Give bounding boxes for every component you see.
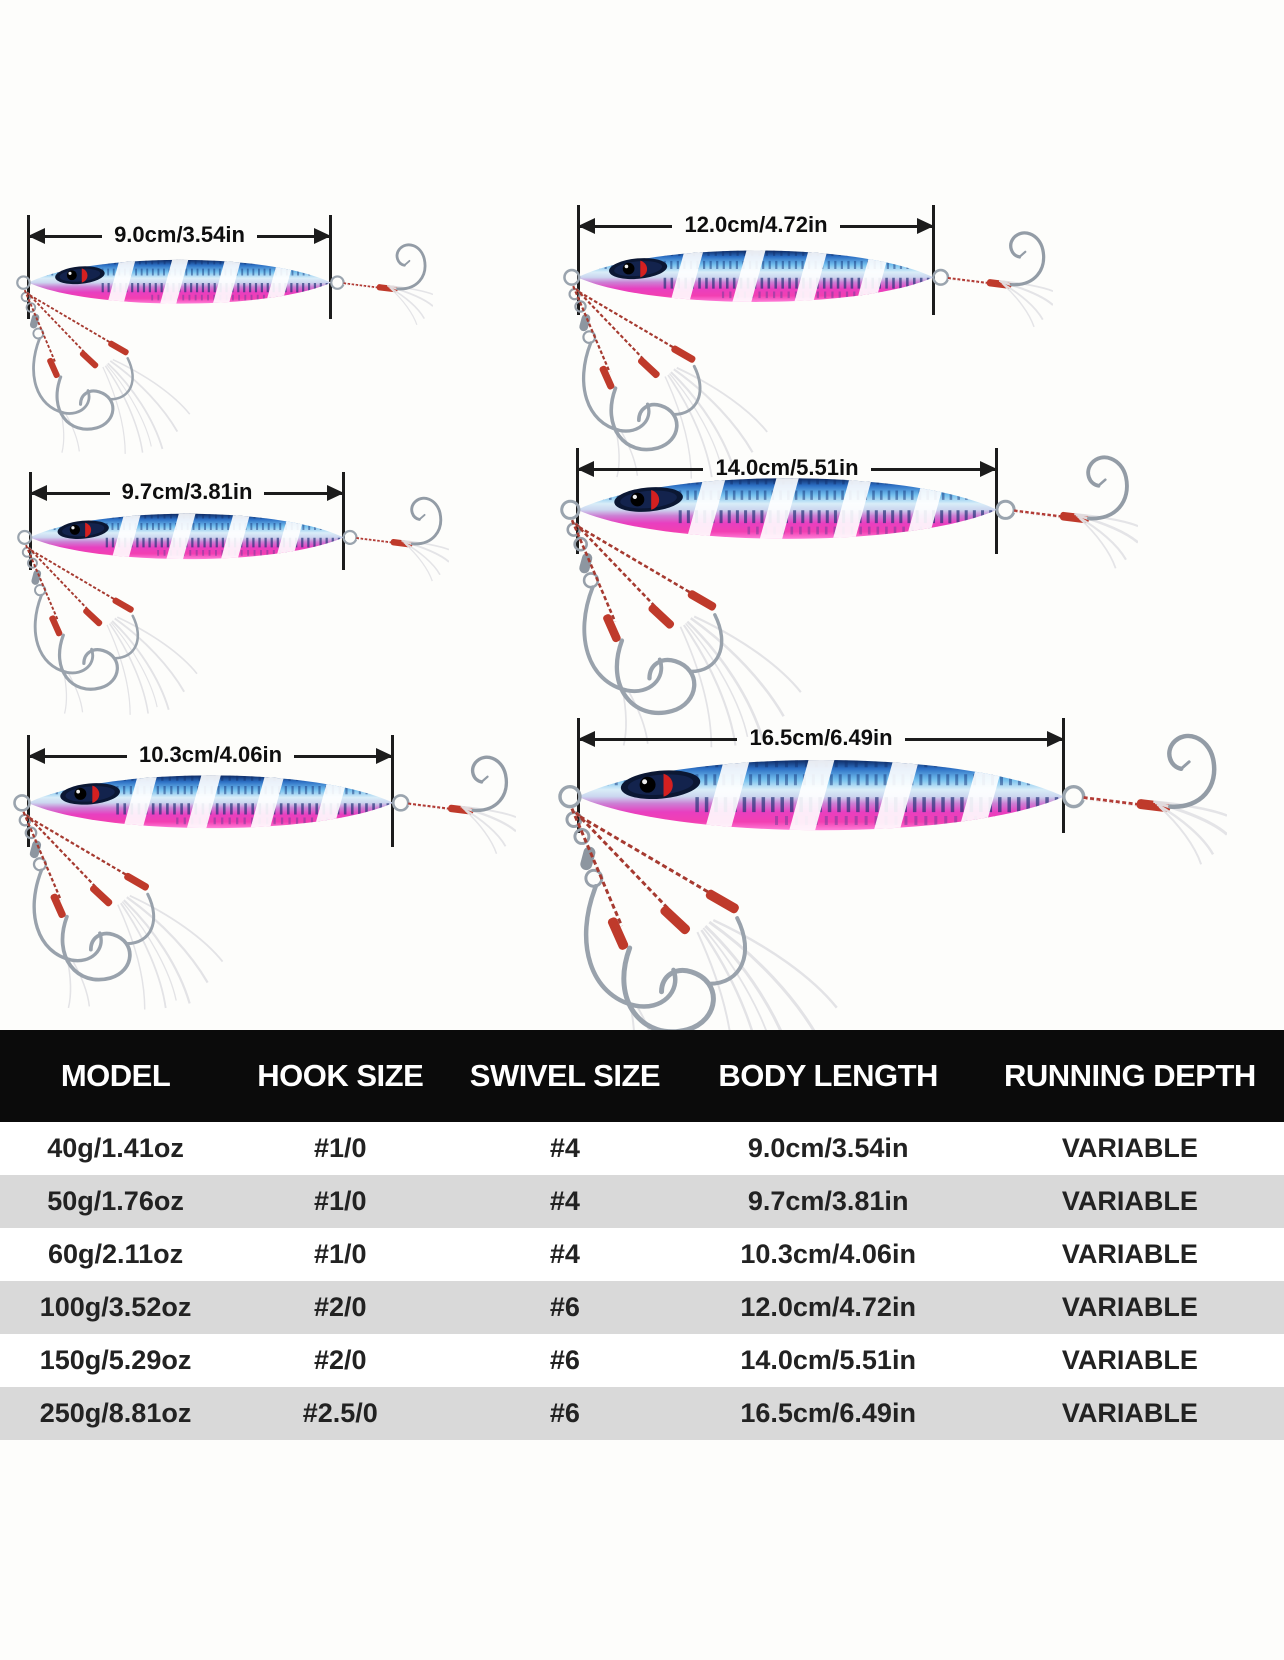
- dimension-label: 9.7cm/3.81in: [121, 479, 253, 504]
- swivel-size-cell: #6: [549, 1292, 580, 1322]
- body-length-cell: 9.7cm/3.81in: [747, 1186, 909, 1216]
- dimension-arrow-right: [264, 491, 344, 495]
- dimension-tick-left: [27, 215, 30, 319]
- dimension-tick-right: [932, 205, 935, 315]
- dimension-tick-right: [1062, 718, 1065, 833]
- model-cell: 40g/1.41oz: [47, 1133, 184, 1163]
- body-length-cell: 16.5cm/6.49in: [740, 1398, 916, 1428]
- dimension-arrow-left: [578, 224, 673, 228]
- dimension-arrow-left: [28, 234, 103, 238]
- hook-size-column-header: HOOK SIZE: [257, 1058, 424, 1093]
- dimension-tick-right: [342, 472, 345, 570]
- body-length-cell: 9.0cm/3.54in: [747, 1133, 909, 1163]
- swivel-size-column-header: SWIVEL SIZE: [469, 1058, 661, 1093]
- model-cell: 150g/5.29oz: [39, 1345, 192, 1375]
- running-depth-cell: VARIABLE: [1061, 1186, 1198, 1216]
- dimension-annotation: 16.5cm/6.49in: [578, 725, 1065, 752]
- body-length-cell: 14.0cm/5.51in: [740, 1345, 916, 1375]
- jig-lure-illustration: [16, 233, 433, 456]
- spec-table: MODEL HOOK SIZE SWIVEL SIZE BODY LENGTH …: [0, 1030, 1284, 1440]
- dimension-label: 9.0cm/3.54in: [114, 222, 245, 247]
- dimension-arrow-right: [870, 467, 998, 471]
- swivel-size-cell: #6: [549, 1345, 580, 1375]
- spec-table-header: MODEL HOOK SIZE SWIVEL SIZE BODY LENGTH …: [0, 1030, 1284, 1122]
- dimension-arrow-left: [28, 754, 127, 758]
- dimension-arrow-left: [577, 467, 704, 471]
- table-row: 100g/3.52oz #2/0 #6 12.0cm/4.72in VARIAB…: [0, 1281, 1284, 1334]
- dimension-annotation: 12.0cm/4.72in: [578, 212, 935, 239]
- hook-size-cell: #2/0: [313, 1345, 367, 1375]
- running-depth-cell: VARIABLE: [1061, 1345, 1198, 1375]
- table-row: 250g/8.81oz #2.5/0 #6 16.5cm/6.49in VARI…: [0, 1387, 1284, 1440]
- body-length-cell: 12.0cm/4.72in: [740, 1292, 916, 1322]
- dimension-tick-left: [577, 205, 580, 315]
- dimension-annotation: 14.0cm/5.51in: [577, 455, 998, 482]
- running-depth-column-header: RUNNING DEPTH: [1003, 1058, 1256, 1093]
- dimension-arrow-right: [256, 234, 331, 238]
- dimension-tick-right: [329, 215, 332, 319]
- jig-lure-illustration: [558, 717, 1227, 1075]
- dimension-label: 12.0cm/4.72in: [684, 212, 828, 237]
- table-row: 150g/5.29oz #2/0 #6 14.0cm/5.51in VARIAB…: [0, 1334, 1284, 1387]
- hook-size-cell: #1/0: [313, 1186, 367, 1216]
- model-cell: 250g/8.81oz: [39, 1398, 192, 1428]
- dimension-tick-left: [577, 718, 580, 833]
- running-depth-cell: VARIABLE: [1061, 1239, 1198, 1269]
- dimension-arrow-right: [839, 224, 935, 228]
- dimension-arrow-left: [578, 737, 738, 741]
- model-cell: 50g/1.76oz: [47, 1186, 184, 1216]
- table-row: 40g/1.41oz #1/0 #4 9.0cm/3.54in VARIABLE: [0, 1122, 1284, 1175]
- swivel-size-cell: #4: [549, 1239, 580, 1269]
- running-depth-cell: VARIABLE: [1061, 1133, 1198, 1163]
- dimension-arrow-right: [904, 737, 1065, 741]
- swivel-size-cell: #4: [549, 1186, 580, 1216]
- jig-lure-illustration: [13, 743, 516, 1012]
- running-depth-cell: VARIABLE: [1061, 1398, 1198, 1428]
- dimension-annotation: 9.0cm/3.54in: [28, 222, 331, 249]
- dimension-annotation: 10.3cm/4.06in: [28, 742, 394, 769]
- dimension-label: 14.0cm/5.51in: [715, 455, 859, 480]
- dimension-label: 10.3cm/4.06in: [138, 742, 283, 767]
- dimension-arrow-right: [294, 754, 394, 758]
- dimension-annotation: 9.7cm/3.81in: [30, 479, 344, 506]
- hook-size-cell: #1/0: [313, 1133, 367, 1163]
- dimension-tick-right: [391, 735, 394, 847]
- jig-lure-illustration: [560, 441, 1138, 751]
- body-length-column-header: BODY LENGTH: [718, 1058, 938, 1093]
- dimension-tick-left: [29, 472, 32, 570]
- hook-size-cell: #2/0: [313, 1292, 367, 1322]
- dimension-label: 16.5cm/6.49in: [749, 725, 893, 750]
- table-row: 60g/2.11oz #1/0 #4 10.3cm/4.06in VARIABL…: [0, 1228, 1284, 1281]
- dimension-tick-left: [27, 735, 30, 847]
- model-cell: 60g/2.11oz: [48, 1239, 184, 1269]
- hook-size-cell: #1/0: [313, 1239, 367, 1269]
- table-row: 50g/1.76oz #1/0 #4 9.7cm/3.81in VARIABLE: [0, 1175, 1284, 1228]
- running-depth-cell: VARIABLE: [1061, 1292, 1198, 1322]
- jig-lure-illustration: [17, 486, 449, 717]
- body-length-cell: 10.3cm/4.06in: [740, 1239, 916, 1269]
- swivel-size-cell: #6: [549, 1398, 580, 1428]
- dimension-tick-right: [995, 448, 998, 554]
- dimension-tick-left: [576, 448, 579, 554]
- swivel-size-cell: #4: [549, 1133, 580, 1163]
- model-column-header: MODEL: [60, 1058, 171, 1093]
- hook-size-cell: #2.5/0: [302, 1398, 378, 1428]
- dimension-arrow-left: [30, 491, 110, 495]
- model-cell: 100g/3.52oz: [39, 1292, 192, 1322]
